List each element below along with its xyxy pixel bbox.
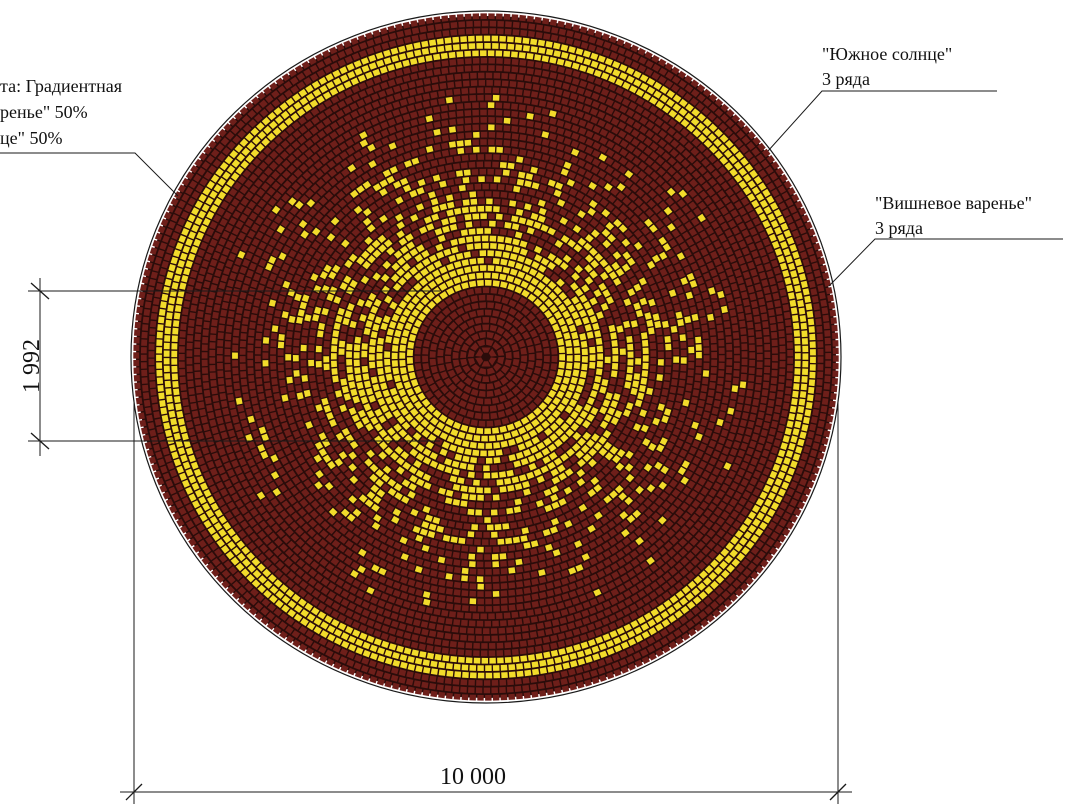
dimension-width-value: 10 000 xyxy=(440,764,506,790)
dimension-height-value: 1 992 xyxy=(19,339,45,393)
sun-band-label-name: "Южное солнце" xyxy=(822,44,953,64)
gradient-label-line3: це" 50% xyxy=(0,128,63,148)
cherry-band-label-name: "Вишневое варенье" xyxy=(875,193,1032,213)
dim-width-tick-left xyxy=(125,783,143,801)
cherry-band-label-rows: 3 ряда xyxy=(875,218,923,238)
leader-sun xyxy=(767,90,997,152)
mosaic-base xyxy=(136,16,836,698)
sun-band-label-rows: 3 ряда xyxy=(822,69,870,89)
dim-width-tick-right xyxy=(829,783,847,801)
dim-height-tick-top xyxy=(30,282,50,300)
circular-mosaic xyxy=(133,13,839,701)
outer-boundary-circle xyxy=(130,10,842,704)
dim-height-tick-bottom xyxy=(30,432,50,450)
gradient-label-line1: та: Градиентная xyxy=(0,76,123,96)
mosaic-ring-cherry xyxy=(475,347,497,367)
gradient-label-line2: ренье" 50% xyxy=(0,102,88,122)
leader-gradient xyxy=(0,152,179,197)
mosaic-ring-cherry xyxy=(467,339,505,375)
leader-cherry xyxy=(828,238,1063,287)
annotations xyxy=(0,10,1063,804)
